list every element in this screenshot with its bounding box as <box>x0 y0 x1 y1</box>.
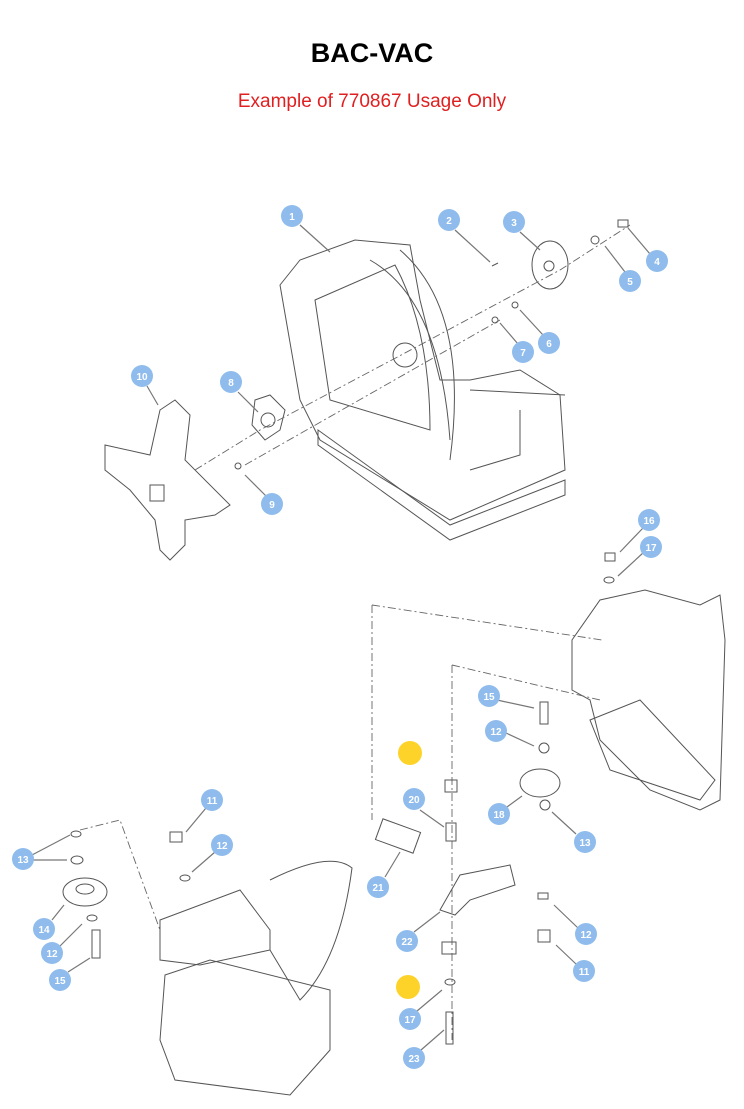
svg-text:7: 7 <box>520 348 526 359</box>
callout-22: 22 <box>396 930 418 952</box>
chute-assembly-drawing <box>371 552 726 1045</box>
highlight-marker <box>396 975 420 999</box>
svg-text:11: 11 <box>207 796 218 807</box>
callout-4: 4 <box>646 250 668 272</box>
svg-text:1: 1 <box>289 212 295 223</box>
callout-15: 15 <box>49 969 71 991</box>
svg-text:21: 21 <box>372 883 384 894</box>
callout-11: 11 <box>201 789 223 811</box>
svg-text:12: 12 <box>580 930 592 941</box>
usage-note: Example of 770867 Usage Only <box>237 91 507 112</box>
callout-14: 14 <box>33 918 55 940</box>
callout-12: 12 <box>485 720 507 742</box>
svg-text:18: 18 <box>493 810 505 821</box>
blower-housing-drawing <box>279 239 566 541</box>
callout-16: 16 <box>638 509 660 531</box>
svg-text:23: 23 <box>408 1054 420 1065</box>
lower-left-assembly-drawing <box>62 819 353 1096</box>
svg-text:15: 15 <box>483 692 495 703</box>
callout-8: 8 <box>220 371 242 393</box>
svg-text:12: 12 <box>216 841 228 852</box>
svg-text:16: 16 <box>643 516 655 527</box>
svg-text:2: 2 <box>446 216 452 227</box>
svg-text:12: 12 <box>46 949 58 960</box>
callout-13: 13 <box>12 848 34 870</box>
callout-10: 10 <box>131 365 153 387</box>
svg-text:4: 4 <box>654 257 660 268</box>
svg-text:9: 9 <box>269 500 275 511</box>
impeller-drawing <box>104 394 286 561</box>
callout-18: 18 <box>488 803 510 825</box>
svg-text:5: 5 <box>627 277 633 288</box>
callout-3: 3 <box>503 211 525 233</box>
leader-arrows <box>31 224 651 1051</box>
callout-20: 20 <box>403 788 425 810</box>
svg-text:10: 10 <box>136 372 148 383</box>
svg-text:3: 3 <box>511 218 517 229</box>
callout-12: 12 <box>211 834 233 856</box>
callout-2: 2 <box>438 209 460 231</box>
page-title: BAC-VAC <box>310 38 434 68</box>
callout-15: 15 <box>478 685 500 707</box>
svg-text:17: 17 <box>404 1015 416 1026</box>
callout-21: 21 <box>367 876 389 898</box>
svg-text:22: 22 <box>401 937 413 948</box>
pulley-drawing <box>491 219 629 324</box>
svg-text:8: 8 <box>228 378 234 389</box>
svg-text:20: 20 <box>408 795 420 806</box>
callout-17: 17 <box>399 1008 421 1030</box>
svg-text:15: 15 <box>54 976 66 987</box>
svg-text:13: 13 <box>17 855 29 866</box>
svg-text:11: 11 <box>579 967 590 978</box>
svg-text:12: 12 <box>490 727 502 738</box>
callout-1: 1 <box>281 205 303 227</box>
highlight-marker <box>398 741 422 765</box>
callout-13: 13 <box>574 831 596 853</box>
callout-5: 5 <box>619 270 641 292</box>
svg-text:13: 13 <box>579 838 591 849</box>
svg-text:6: 6 <box>546 339 552 350</box>
callout-9: 9 <box>261 493 283 515</box>
callout-11: 11 <box>573 960 595 982</box>
callout-17: 17 <box>640 536 662 558</box>
callout-6: 6 <box>538 332 560 354</box>
svg-text:14: 14 <box>38 925 50 936</box>
callout-12: 12 <box>41 942 63 964</box>
svg-text:17: 17 <box>645 543 657 554</box>
callout-7: 7 <box>512 341 534 363</box>
callout-12: 12 <box>575 923 597 945</box>
callout-23: 23 <box>403 1047 425 1069</box>
